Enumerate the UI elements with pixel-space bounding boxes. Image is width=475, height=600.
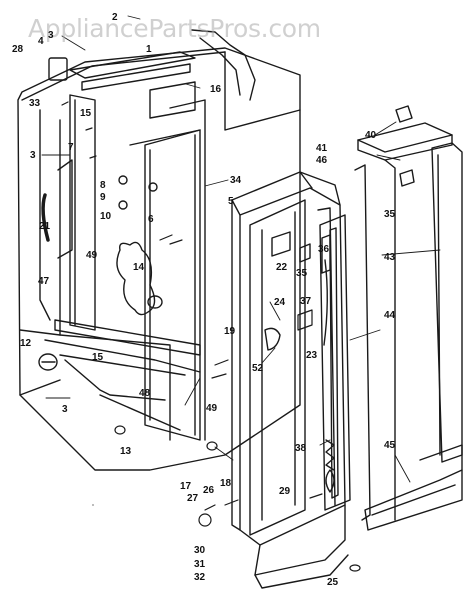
callout-label: 29 — [279, 486, 291, 497]
callout-label: 21 — [39, 221, 51, 232]
leader-lines — [41, 15, 441, 483]
callout-label: 19 — [224, 326, 236, 337]
callout-label: 9 — [100, 192, 106, 203]
callout-label: 7 — [68, 142, 74, 153]
cabinet-inner-side — [39, 109, 51, 321]
watermark-text: AppliancePartsPros.com — [28, 14, 321, 43]
callout-label: 13 — [120, 446, 132, 457]
callout-label: 35 — [296, 268, 308, 279]
callout-label: 33 — [29, 98, 41, 109]
cabinet-lower-bevel — [19, 329, 61, 396]
callout-label: 26 — [203, 485, 215, 496]
callout-label: 35 — [384, 209, 396, 220]
callout-label: 3 — [62, 404, 68, 415]
callout-label: 8 — [100, 180, 106, 191]
callout-label: 47 — [38, 276, 50, 287]
callout-label: 4 — [38, 36, 44, 47]
callout-label: 43 — [384, 252, 396, 263]
callout-label: 24 — [274, 297, 286, 308]
callout-label: 38 — [295, 443, 307, 454]
callout-label: 49 — [86, 250, 98, 261]
callout-label: 34 — [230, 175, 242, 186]
insulation-patch — [116, 241, 156, 316]
callout-label: 17 — [180, 481, 192, 492]
cabinet — [17, 47, 301, 471]
callout-label: 5 — [228, 196, 234, 207]
top-hinge-channel — [48, 29, 256, 119]
callout-label: 31 — [194, 559, 206, 570]
callout-label: 32 — [194, 572, 206, 583]
callout-label: 16 — [210, 84, 222, 95]
callout-label: 10 — [100, 211, 112, 222]
callout-label: 25 — [327, 577, 339, 588]
freezer-door-liner — [231, 171, 349, 589]
small-fasteners — [61, 101, 361, 572]
part-28-bracket — [48, 57, 68, 81]
callout-label: 28 — [12, 44, 24, 55]
callout-label: 44 — [384, 310, 396, 321]
cabinet-front-frame — [59, 119, 171, 441]
center-door-strips — [319, 214, 351, 511]
right-door-frame — [354, 105, 463, 531]
callout-label: 37 — [300, 296, 312, 307]
callout-label: 15 — [92, 352, 104, 363]
callout-label: 40 — [365, 130, 377, 141]
callout-label: 22 — [276, 262, 288, 273]
callout-label: 45 — [384, 440, 396, 451]
callout-label: 41 — [316, 143, 328, 154]
part-14-knob — [147, 295, 163, 309]
callout-label: 48 — [139, 388, 151, 399]
left-breaker-strips — [41, 94, 96, 331]
callout-label: 2 — [112, 12, 118, 23]
callout-label: 6 — [148, 214, 154, 225]
cabinet-right-back — [224, 51, 301, 131]
callout-label: 46 — [316, 155, 328, 166]
callout-label: 14 — [133, 262, 145, 273]
callout-label: 52 — [252, 363, 264, 374]
callout-label: 23 — [306, 350, 318, 361]
center-mullion — [118, 99, 206, 441]
callout-label: 12 — [20, 338, 32, 349]
callout-label: 49 — [206, 403, 218, 414]
callout-label: 1 — [146, 44, 152, 55]
callout-label: 36 — [318, 244, 330, 255]
cabinet-outline — [17, 47, 301, 471]
callout-label: 3 — [48, 30, 54, 41]
part-12-knob — [38, 353, 58, 371]
callout-label: 15 — [80, 108, 92, 119]
lower-trim — [38, 319, 201, 431]
callout-label: 3 — [30, 150, 36, 161]
callout-label: 18 — [220, 478, 232, 489]
callout-label: 30 — [194, 545, 206, 556]
callout-label: 27 — [187, 493, 199, 504]
